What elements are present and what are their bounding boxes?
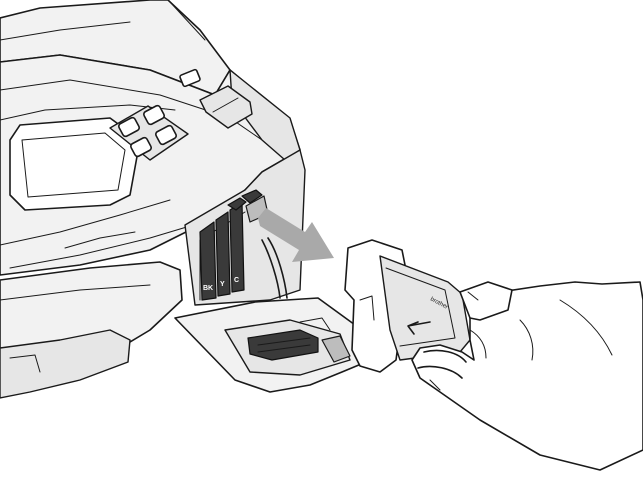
hand: [411, 281, 643, 471]
ink-cartridge: brother: [344, 239, 471, 373]
cartridge-arrow-icon: [407, 321, 431, 335]
slot-y: Y: [215, 211, 231, 297]
start-buttons: [199, 85, 253, 129]
slot-bk: BK: [199, 221, 217, 301]
slot-label-y: Y: [220, 281, 225, 288]
slot-label-c: C: [234, 277, 239, 284]
installed-cartridges: BK Y C: [199, 189, 269, 301]
slot-c: C: [229, 201, 245, 293]
nav-up-button: [118, 116, 140, 138]
cover-label-plate: [247, 329, 319, 361]
ink-cartridge-cover: [174, 297, 379, 393]
front-face-contours: [0, 199, 191, 269]
slot-label-bk: BK: [203, 285, 213, 292]
nav-down-button: [155, 124, 177, 146]
removal-arrow-icon: [258, 208, 334, 262]
navigation-buttons: [109, 104, 189, 161]
lcd-screen: [9, 117, 141, 211]
panel-buttons: [179, 68, 253, 129]
nav-right-button: [143, 104, 165, 126]
small-panel-button: [179, 68, 201, 88]
nav-left-button: [130, 136, 152, 158]
paper-tray: [0, 261, 183, 399]
